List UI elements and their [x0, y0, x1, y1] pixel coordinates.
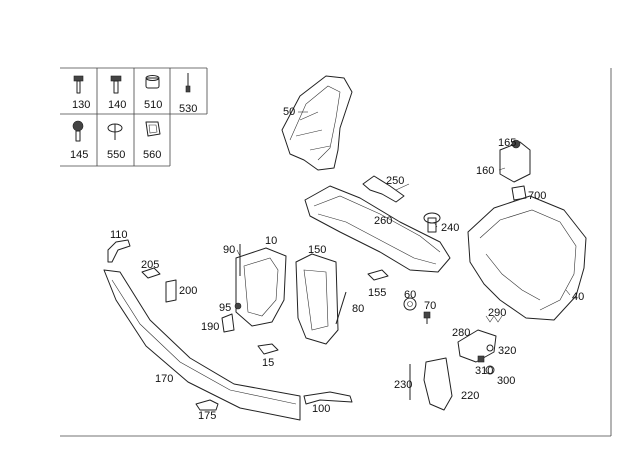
part-200-bracket — [165, 279, 177, 303]
part-40-side-frame — [467, 195, 587, 321]
legend-label-550: 550 — [107, 149, 125, 161]
callout-165: 165 — [498, 137, 516, 149]
part-10-carrier — [235, 247, 287, 327]
callout-230: 230 — [394, 379, 412, 391]
part-280-hinge — [457, 329, 497, 363]
part-80-rod — [335, 291, 347, 325]
bolt-145-icon — [72, 120, 84, 142]
part-320-washer — [486, 344, 494, 352]
callout-320: 320 — [498, 345, 516, 357]
part-50-upper-pillar — [281, 75, 353, 171]
part-15-clip — [257, 343, 279, 355]
legend-label-560: 560 — [143, 149, 161, 161]
callout-260: 260 — [374, 215, 392, 227]
callout-10: 10 — [265, 235, 277, 247]
callout-15: 15 — [262, 357, 274, 369]
part-250-bracket — [362, 175, 405, 203]
clip-560-icon — [145, 121, 161, 137]
part-205-clip — [141, 267, 161, 279]
part-60-grommet — [403, 297, 417, 311]
callout-300: 300 — [497, 375, 515, 387]
part-290-spring — [485, 315, 503, 323]
legend-label-510: 510 — [144, 99, 162, 111]
bolt-140-icon — [110, 75, 122, 94]
legend-label-145: 145 — [70, 149, 88, 161]
callout-100: 100 — [312, 403, 330, 415]
callout-95: 95 — [219, 302, 231, 314]
callout-200: 200 — [179, 285, 197, 297]
callout-170: 170 — [155, 373, 173, 385]
callout-240: 240 — [441, 222, 459, 234]
legend-label-130: 130 — [72, 99, 90, 111]
part-170-bumper-beam — [103, 269, 301, 421]
part-160-sensor — [499, 139, 531, 183]
callout-110: 110 — [110, 229, 128, 241]
callout-310: 310 — [475, 365, 493, 377]
part-190-clip — [221, 313, 235, 333]
callout-80: 80 — [352, 303, 364, 315]
pin-530-icon — [185, 73, 191, 93]
part-240-buffer — [423, 212, 441, 233]
nut-510-icon — [145, 75, 160, 89]
part-95-bolt — [234, 302, 242, 310]
callout-175: 175 — [198, 410, 216, 422]
callout-250: 250 — [386, 175, 404, 187]
callout-50: 50 — [283, 106, 295, 118]
callout-220: 220 — [461, 390, 479, 402]
part-220-bracket — [423, 357, 453, 411]
callout-190: 190 — [201, 321, 219, 333]
legend-label-140: 140 — [108, 99, 126, 111]
callout-70: 70 — [424, 300, 436, 312]
part-700-clip — [511, 185, 527, 201]
part-155-clip — [367, 269, 389, 281]
screw-550-icon — [107, 123, 123, 140]
legend-label-530: 530 — [179, 103, 197, 115]
callout-150: 150 — [308, 244, 326, 256]
callout-290: 290 — [488, 307, 506, 319]
callout-160: 160 — [476, 165, 494, 177]
part-260-cross-member — [304, 185, 451, 273]
fastener-legend-box: 130 140 510 530 145 550 560 — [60, 67, 208, 167]
bolt-130-icon — [73, 75, 84, 94]
leader-lines — [236, 111, 571, 296]
part-110-bracket — [107, 239, 131, 263]
part-175-clip — [195, 399, 219, 411]
callout-90: 90 — [223, 244, 235, 256]
part-100-bracket — [303, 391, 353, 405]
callout-700: 700 — [528, 190, 546, 202]
part-150-upright — [295, 253, 339, 345]
part-70-bolt — [423, 311, 431, 324]
callout-205: 205 — [141, 259, 159, 271]
callout-155: 155 — [368, 287, 386, 299]
part-300-cap — [485, 365, 495, 375]
callout-40: 40 — [572, 291, 584, 303]
part-310-bolt — [477, 355, 485, 363]
callout-60: 60 — [404, 289, 416, 301]
callout-280: 280 — [452, 327, 470, 339]
